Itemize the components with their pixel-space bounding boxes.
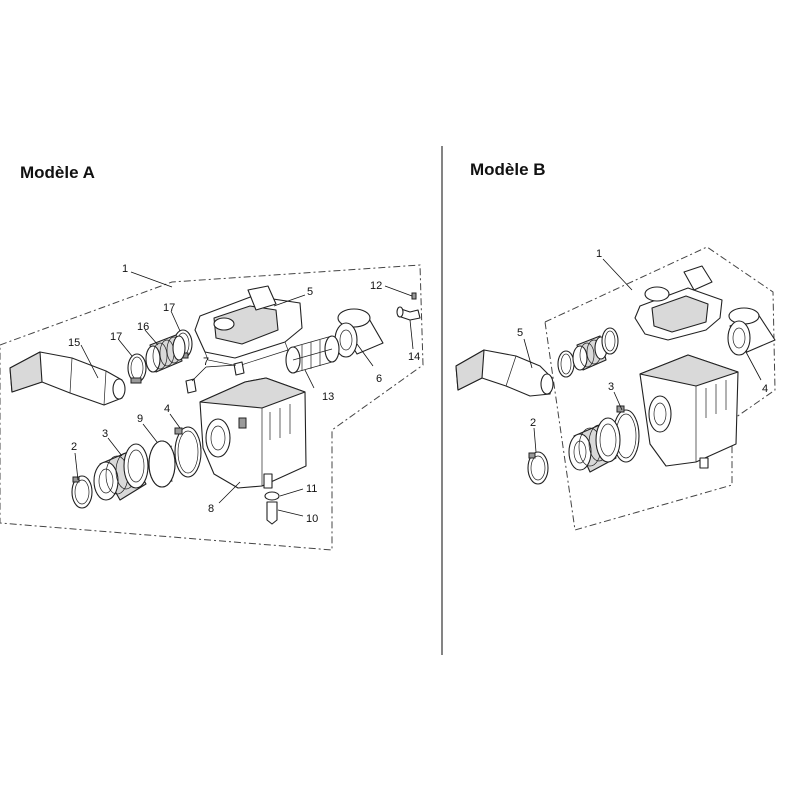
model-b-assembly-boundary — [544, 246, 776, 531]
callout-b-2: 2 — [530, 417, 536, 429]
intake-boot-b — [568, 417, 621, 473]
part-9-mesh-screen — [148, 440, 176, 488]
part-3-intake-boot — [93, 443, 149, 501]
callout-a-2: 2 — [71, 441, 77, 453]
part-4-clamp — [174, 426, 202, 478]
callout-a-3: 3 — [102, 428, 108, 440]
callout-a-4: 4 — [164, 403, 170, 415]
callout-a-15: 15 — [68, 337, 80, 349]
part-2-clamp — [71, 475, 93, 509]
airbox-body-b — [639, 354, 739, 469]
callout-a-17-left: 17 — [110, 331, 122, 343]
part-4-filter-element-b — [727, 307, 776, 356]
callout-a-13: 13 — [322, 391, 334, 403]
callout-b-1: 1 — [596, 248, 602, 260]
callout-a-10: 10 — [306, 513, 318, 525]
callout-a-17-right: 17 — [163, 302, 175, 314]
part-10-drain-tube — [266, 501, 278, 525]
part-15-intake-duct — [9, 351, 126, 406]
callout-a-5: 5 — [307, 286, 313, 298]
callout-b-4: 4 — [762, 383, 768, 395]
callout-a-16: 16 — [137, 321, 149, 333]
callout-b-3: 3 — [608, 381, 614, 393]
model-a-assembly-boundary — [0, 264, 424, 551]
part-7-clips — [185, 361, 245, 394]
part-5-airbox-lid — [194, 285, 303, 367]
model-b-title: Modèle B — [470, 160, 546, 179]
part-12-screw — [411, 292, 417, 300]
callout-a-6: 6 — [376, 373, 382, 385]
part-8-airbox-body — [199, 377, 307, 489]
part-6-filter-element — [334, 308, 384, 358]
part-14-wing-bolt — [396, 306, 421, 321]
part-2-clamp-b — [527, 451, 549, 485]
callout-b-5: 5 — [517, 327, 523, 339]
airbox-lid-b — [634, 265, 723, 341]
callout-a-8: 8 — [208, 503, 214, 515]
callout-a-11: 11 — [306, 483, 317, 495]
callout-a-7: 7 — [203, 356, 209, 368]
part-13-filter-cage — [285, 335, 340, 374]
part-11-drain-clamp — [264, 491, 280, 501]
callout-a-12: 12 — [370, 280, 382, 292]
model-a-title: Modèle A — [20, 163, 95, 182]
part-17-clamp-left — [127, 353, 147, 384]
model-b-leader-lines — [523, 258, 762, 453]
clamps-and-bellows-b — [557, 327, 619, 378]
callout-a-1: 1 — [122, 263, 128, 275]
model-a: Modèle A — [0, 163, 424, 551]
part-5-intake-duct-b — [455, 349, 554, 397]
model-a-leader-lines — [74, 271, 414, 517]
callout-a-9: 9 — [137, 413, 143, 425]
callout-a-14: 14 — [408, 351, 420, 363]
part-16-bellows-coupling — [145, 334, 186, 373]
model-b: Modèle B — [455, 160, 776, 531]
